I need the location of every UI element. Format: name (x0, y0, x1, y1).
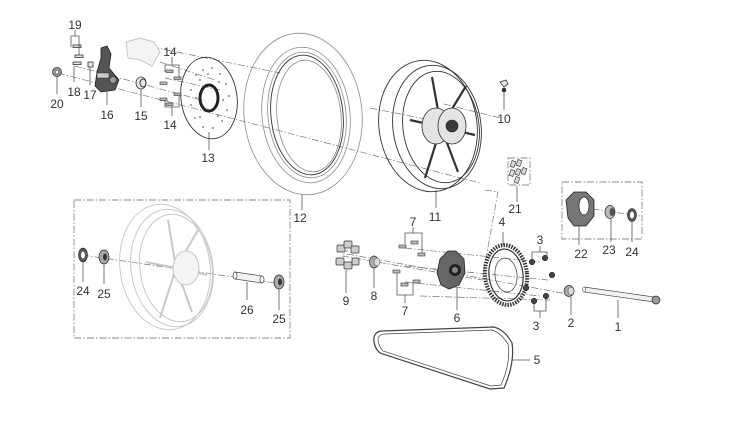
callout-26: 26 (240, 303, 254, 317)
sprocket-nuts[interactable] (522, 254, 556, 305)
callout-18: 18 (67, 85, 81, 99)
hub-flange-group-box (561, 181, 643, 240)
cush-drive-dampers[interactable] (335, 240, 360, 270)
rear-tire[interactable] (236, 27, 370, 200)
oil-seal-left[interactable] (78, 247, 88, 263)
axle-nut[interactable] (52, 67, 62, 77)
callout-17: 17 (83, 88, 97, 102)
callout-11: 11 (429, 210, 442, 224)
callout-labels: 1 2 3 3 4 5 6 7 7 8 9 10 11 12 13 14 14 … (50, 18, 639, 367)
disc-bolts[interactable] (159, 69, 182, 106)
axle-collar[interactable] (563, 285, 575, 297)
callout-7-lower: 7 (402, 304, 409, 318)
rim-assembly-group-box (73, 199, 291, 339)
balance-weight-group-box (507, 157, 531, 186)
callout-24-right: 24 (625, 245, 639, 259)
hub-flange[interactable] (565, 191, 595, 227)
callout-1: 1 (615, 320, 622, 334)
caliper-bolts[interactable] (72, 44, 84, 58)
callout-13: 13 (201, 151, 215, 165)
bracket-bolt[interactable] (72, 61, 82, 65)
bearing-spacer-tube[interactable] (232, 271, 265, 284)
bracket-pin[interactable] (87, 61, 94, 68)
callout-14-upper: 14 (163, 45, 177, 59)
wheel-bearing-left[interactable] (98, 249, 110, 265)
callout-4: 4 (499, 215, 506, 229)
sprocket-bolts[interactable] (392, 240, 426, 287)
callout-25-right: 25 (272, 312, 286, 326)
drive-belt[interactable] (373, 326, 514, 390)
callout-10: 10 (497, 112, 511, 126)
callout-9: 9 (343, 294, 350, 308)
brake-caliper-ghost (125, 37, 161, 67)
callout-21: 21 (508, 202, 522, 216)
rear-axle[interactable] (582, 286, 661, 305)
callout-7-upper: 7 (410, 215, 417, 229)
brake-disc[interactable] (176, 54, 243, 143)
callout-2: 2 (568, 316, 575, 330)
rear-sprocket[interactable] (482, 243, 530, 307)
sprocket-carrier[interactable] (436, 250, 466, 290)
callout-25-left: 25 (97, 287, 111, 301)
rear-rim[interactable] (370, 54, 489, 198)
callout-16: 16 (100, 108, 114, 122)
callout-23: 23 (602, 243, 616, 257)
callout-3-upper: 3 (537, 233, 544, 247)
bearing-collar[interactable] (369, 255, 381, 269)
callout-19: 19 (68, 18, 82, 32)
callout-22: 22 (574, 247, 588, 261)
hub-bearing[interactable] (604, 205, 616, 219)
spacer[interactable] (135, 76, 147, 90)
leader-lines (56, 30, 633, 361)
rim-assembly-ghost (119, 203, 214, 331)
oil-seal-right[interactable] (627, 208, 637, 222)
caliper-bracket[interactable] (94, 45, 120, 93)
callout-12: 12 (293, 211, 307, 225)
callout-14-lower: 14 (163, 118, 177, 132)
balance-weights[interactable] (508, 159, 528, 184)
wheel-bearing-right[interactable] (273, 274, 285, 290)
callout-15: 15 (134, 109, 148, 123)
callout-3-lower: 3 (533, 319, 540, 333)
callout-20: 20 (50, 97, 64, 111)
callout-5: 5 (534, 353, 541, 367)
callout-6: 6 (454, 311, 461, 325)
tire-valve[interactable] (499, 79, 509, 93)
callout-8: 8 (371, 289, 378, 303)
callout-24-left: 24 (76, 284, 90, 298)
